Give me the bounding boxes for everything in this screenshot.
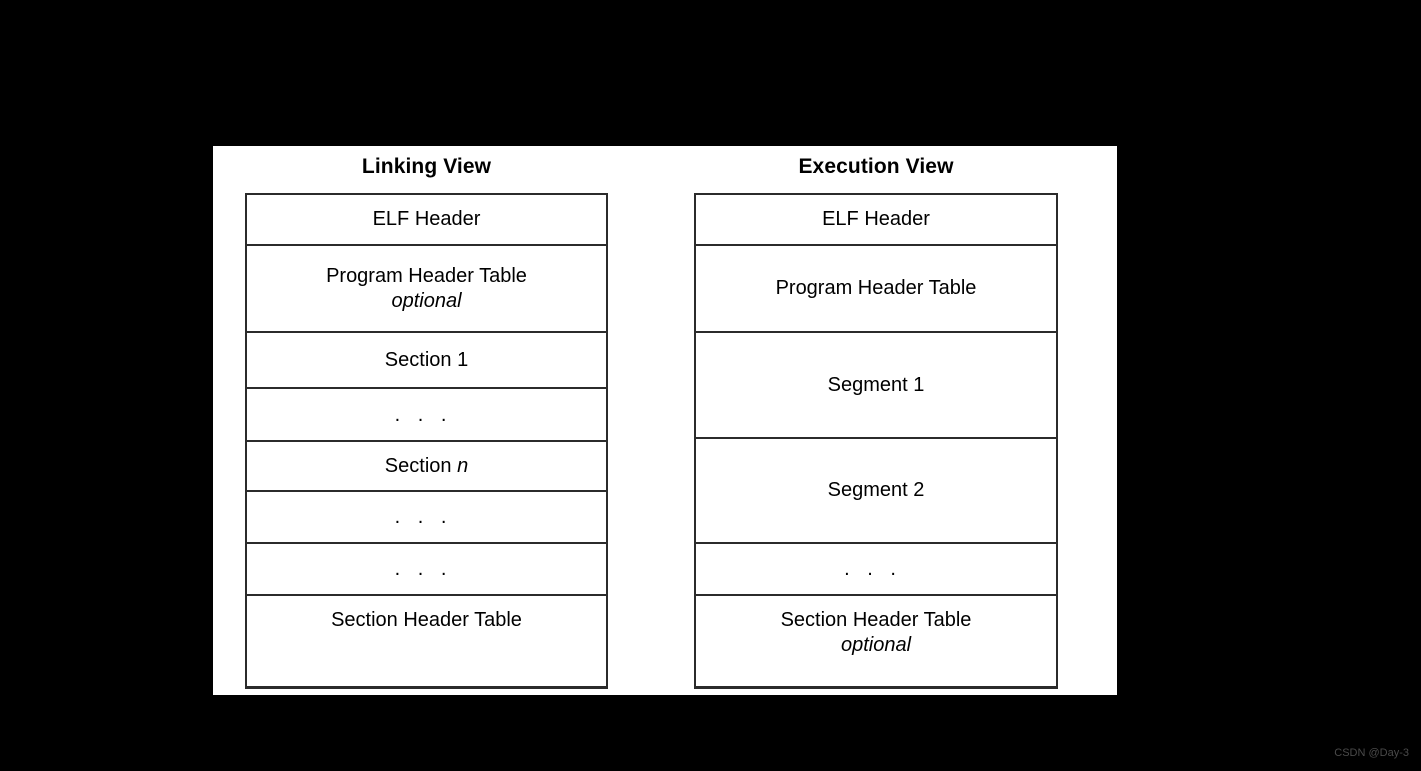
block-row-label: Segment 1 [827, 373, 925, 396]
block-row: Section 1 [247, 333, 606, 389]
block-row: Section Header Table [247, 596, 606, 686]
block-row: . . . [247, 492, 606, 544]
block-row-label: . . . [394, 403, 453, 426]
watermark-text: CSDN @Day-3 [1334, 747, 1409, 759]
block-row-label: Program Header Table [326, 264, 527, 287]
block-row-sublabel: optional [391, 289, 462, 312]
block-row-label: Section n [384, 454, 469, 477]
block-row: Section Header Table optional [696, 596, 1056, 686]
block-row-label: . . . [394, 506, 453, 528]
block-row: . . . [247, 544, 606, 596]
block-row-label: Section 1 [384, 348, 469, 371]
block-row: Segment 1 [696, 333, 1056, 439]
block-row-label: ELF Header [372, 208, 481, 230]
block-row-label: . . . [844, 558, 902, 580]
block-row: ELF Header [696, 195, 1056, 246]
block-row-label: . . . [394, 558, 453, 580]
execution-view-title: Execution View [798, 155, 954, 178]
block-row-label: Program Header Table [775, 277, 977, 299]
block-row: Segment 2 [696, 439, 1056, 544]
block-row: . . . [696, 544, 1056, 596]
block-row-label: Section Header Table [331, 609, 522, 631]
block-row-label: ELF Header [822, 208, 930, 230]
block-row: ELF Header [247, 195, 606, 246]
block-row: . . . [247, 389, 606, 442]
block-row: Section n [247, 442, 606, 492]
block-row-label: Segment 2 [827, 479, 925, 501]
linking-view-title: Linking View [361, 155, 492, 178]
block-row-sublabel: optional [840, 634, 912, 656]
block-row: Program Header Table [696, 246, 1056, 333]
block-row-label: Section Header Table [780, 609, 972, 631]
